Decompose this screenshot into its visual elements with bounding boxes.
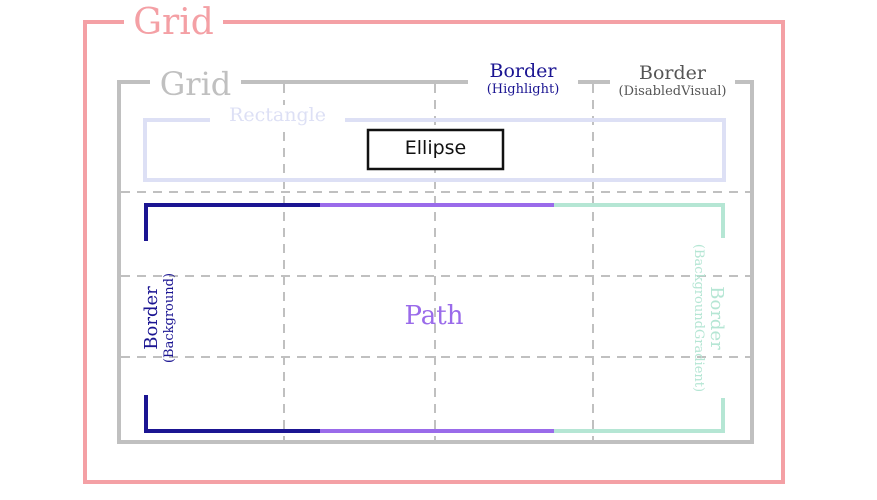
border-disabled-title: Border — [639, 62, 706, 84]
border-highlight-label: Border (Highlight) — [468, 60, 578, 98]
border-gradient-bracket-top — [554, 203, 725, 238]
border-background-bracket-top — [144, 203, 320, 241]
inner-grid-frame — [117, 80, 754, 444]
outer-grid-label-text: Grid — [133, 2, 214, 43]
path-label: Path — [384, 301, 484, 332]
inner-grid-label-text: Grid — [159, 65, 232, 103]
border-highlight-title: Border — [489, 60, 557, 82]
border-background-label: Border (Background) — [141, 272, 178, 364]
outer-grid-label: Grid — [124, 2, 223, 44]
inner-grid-label: Grid — [150, 66, 241, 103]
border-disabled-subtitle: (DisabledVisual) — [618, 83, 727, 99]
border-background-bracket-bottom — [144, 395, 320, 433]
border-highlight-subtitle: (Highlight) — [486, 81, 560, 97]
rectangle-label: Rectangle — [210, 104, 345, 127]
ellipse-label: Ellipse — [372, 137, 499, 160]
ellipse-label-text: Ellipse — [404, 137, 467, 159]
path-label-text: Path — [404, 301, 464, 331]
outer-grid-frame — [83, 20, 785, 484]
rectangle-label-text: Rectangle — [229, 104, 326, 126]
border-gradient-title: Border — [705, 286, 727, 350]
border-gradient-label: Border (BackgroundGradient) — [690, 243, 727, 393]
rectangle-frame — [143, 118, 726, 182]
border-gradient-subtitle: (BackgroundGradient) — [691, 243, 707, 393]
border-background-title: Border — [141, 286, 163, 350]
grid-lines — [121, 84, 750, 440]
border-disabled-label: Border (DisabledVisual) — [610, 62, 735, 100]
ellipse-box — [366, 128, 505, 171]
border-background-subtitle: (Background) — [161, 272, 177, 364]
border-gradient-bracket-bottom — [554, 398, 725, 433]
